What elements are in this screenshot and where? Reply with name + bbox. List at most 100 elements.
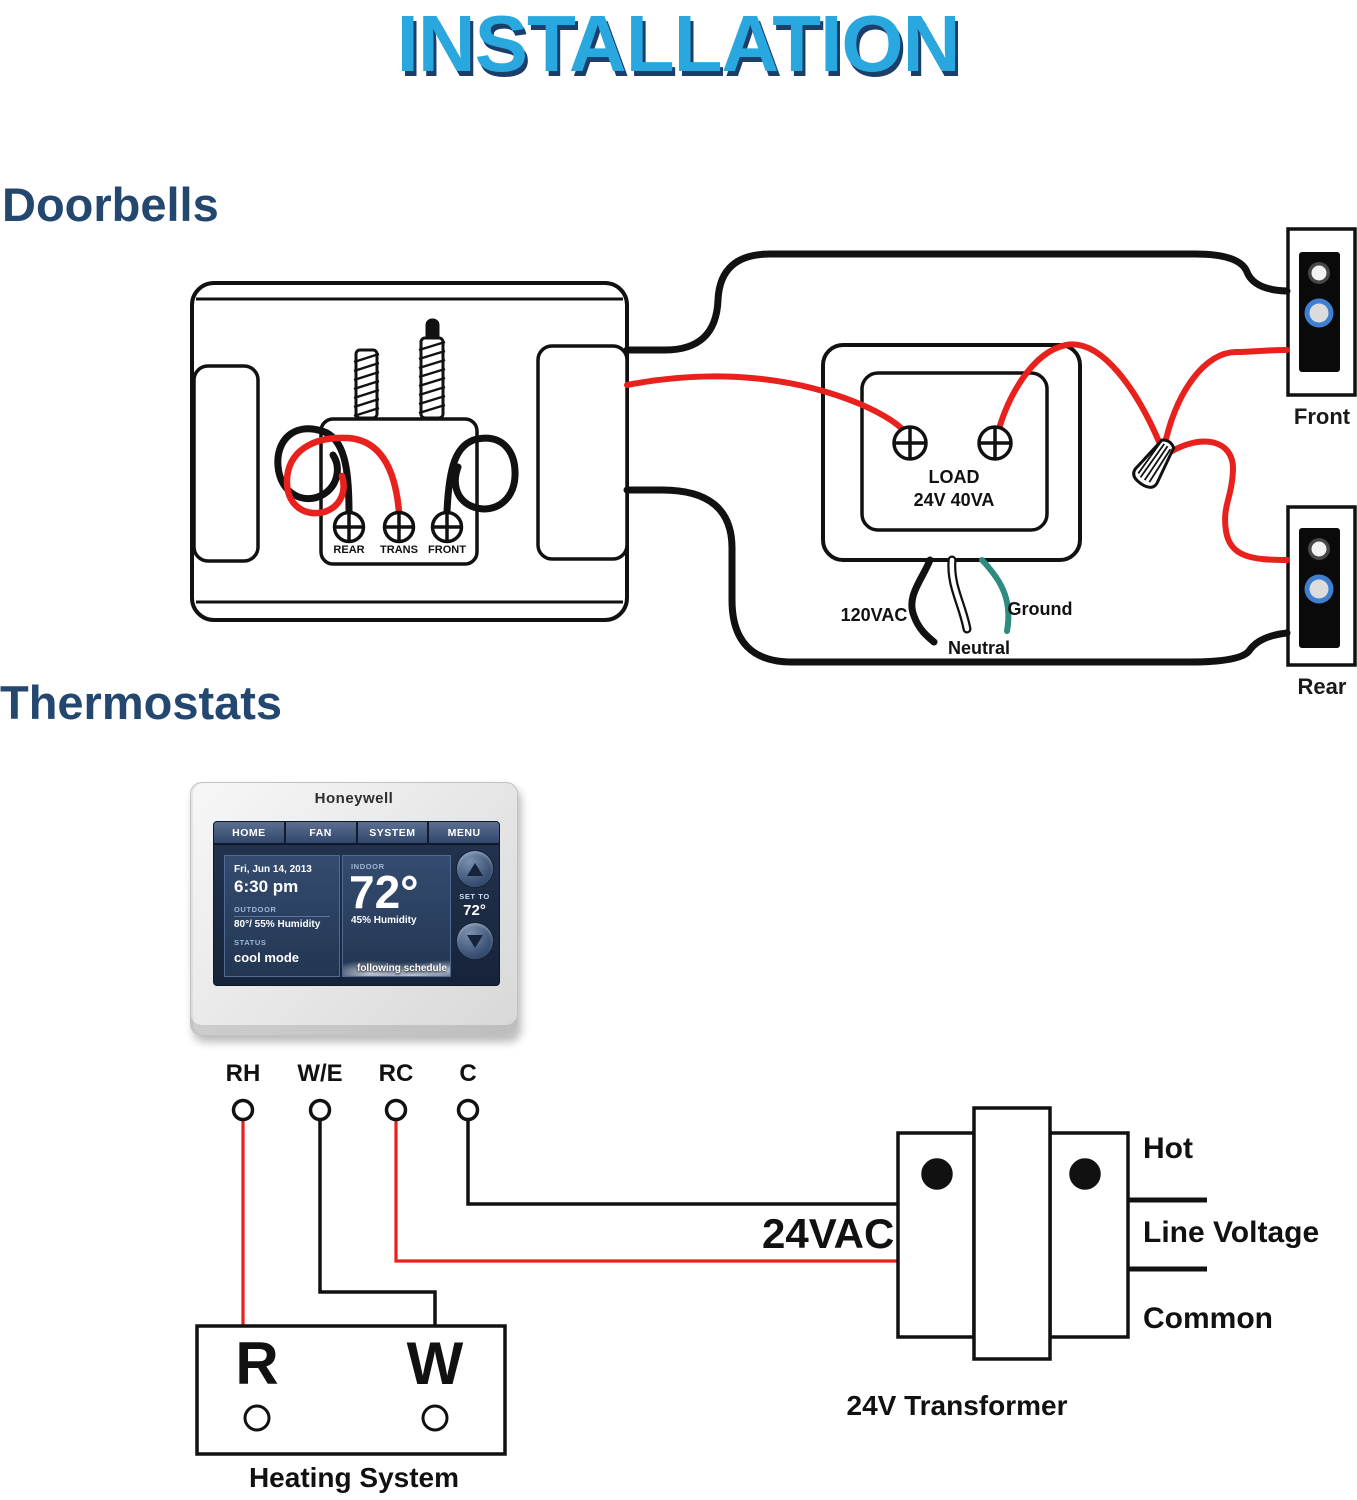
- transformer-screw-terminals: [892, 425, 1013, 461]
- screw-terminal-trans: [382, 510, 416, 544]
- terminal-rh: [231, 1098, 255, 1122]
- wire-nut-icon: [1132, 438, 1176, 489]
- heating-system-caption: Heating System: [248, 1462, 460, 1493]
- terminal-label-c: C: [459, 1060, 477, 1087]
- load-screw-right: [977, 425, 1013, 461]
- mounting-screw-left: [353, 348, 380, 420]
- chime-wire-loops: [274, 425, 519, 517]
- load-label: LOAD: [928, 467, 980, 487]
- clouds-graphic: [343, 946, 450, 976]
- set-to-label: SET TO: [459, 892, 490, 901]
- brand-logo: Honeywell: [314, 790, 394, 807]
- common-label: Common: [1143, 1302, 1273, 1335]
- honeywell-thermostat: Honeywell HOME FAN SYSTEM MENU Fri, Jun …: [190, 782, 518, 1036]
- divider: [234, 916, 330, 917]
- hot-120v-wire: [908, 556, 938, 646]
- mounting-screw-right: [418, 318, 446, 420]
- thermostat-wires: [241, 1120, 897, 1326]
- heating-system-box: [195, 1324, 507, 1456]
- rear-doorbell-label: Rear: [1297, 674, 1347, 699]
- screw-terminal-front: [430, 510, 464, 544]
- trans-wire-loop: [283, 434, 403, 517]
- ground-label: Ground: [1007, 599, 1073, 619]
- terminal-we: [308, 1098, 332, 1122]
- chime-terminal-label-front: FRONT: [428, 544, 466, 556]
- chime-to-front-black-wire: [623, 250, 1291, 354]
- xfmr-core: [972, 1106, 1052, 1361]
- load-screw-left: [892, 425, 928, 461]
- temp-down-button: [455, 922, 494, 960]
- thermostat-screen: HOME FAN SYSTEM MENU Fri, Jun 14, 2013 6…: [213, 821, 500, 986]
- thermostat-tabbar: HOME FAN SYSTEM MENU: [214, 822, 499, 845]
- indoor-humidity: 45% Humidity: [351, 914, 417, 926]
- xfmr-left-dot: [921, 1158, 953, 1190]
- rc-red-wire: [394, 1120, 897, 1263]
- thermostats-heading: Thermostats: [0, 676, 283, 729]
- heating-label-w: W: [406, 1330, 464, 1397]
- neutral-wire-core: [949, 557, 970, 632]
- tab-home: HOME: [214, 822, 284, 845]
- setpoint-column: SET TO 72°: [452, 850, 497, 980]
- page-title: INSTALLATION: [396, 0, 961, 88]
- supply-120vac-label: 120VAC: [840, 605, 908, 625]
- temp-up-button: [455, 850, 494, 888]
- chime-to-rear-black-wire: [623, 486, 1291, 666]
- set-to-value: 72°: [463, 902, 486, 919]
- doorbell-transformer: [821, 343, 1082, 562]
- tab-menu: MENU: [429, 822, 499, 845]
- c-black-wire: [466, 1120, 897, 1206]
- heating-terminal-w: [421, 1404, 449, 1432]
- terminal-rc: [384, 1098, 408, 1122]
- indoor-panel: INDOOR 72° 45% Humidity following schedu…: [342, 855, 451, 977]
- chime-to-transformer-red-wire: [624, 373, 912, 441]
- arrow-down-icon: [466, 934, 483, 948]
- indoor-temperature: 72°: [349, 866, 419, 918]
- transformer-24v: [896, 1106, 1207, 1361]
- thermostat-terminal-circles: [231, 1098, 480, 1122]
- chime-right-tab: [536, 344, 629, 561]
- rear-wire-loop: [274, 425, 353, 516]
- neutral-label: Neutral: [947, 638, 1011, 658]
- line-voltage-label: Line Voltage: [1143, 1216, 1320, 1249]
- rear-doorbell-button: [1286, 505, 1357, 667]
- supply-wires: [908, 555, 1012, 646]
- doorbell-circuit-wires: [623, 250, 1291, 666]
- nut-to-rear-red-wire: [1164, 438, 1290, 563]
- schedule-status: following schedule: [356, 963, 447, 974]
- outdoor-label: OUTDOOR: [234, 905, 277, 914]
- chime-screw-terminals: [332, 510, 464, 544]
- doorbell-chime: [190, 281, 629, 622]
- arrow-up-icon: [466, 862, 483, 876]
- chime-terminal-label-rear: REAR: [333, 544, 365, 556]
- date-text: Fri, Jun 14, 2013: [234, 864, 312, 875]
- terminal-label-rh: RH: [225, 1060, 261, 1087]
- heating-label-r: R: [235, 1330, 279, 1397]
- terminal-c: [456, 1098, 480, 1122]
- front-doorbell-label: Front: [1293, 404, 1351, 429]
- tab-system: SYSTEM: [357, 822, 428, 845]
- heating-terminal-r: [243, 1404, 271, 1432]
- indoor-label: INDOOR: [351, 862, 385, 871]
- transformer-caption: 24V Transformer: [846, 1390, 1068, 1421]
- status-label: STATUS: [234, 938, 267, 947]
- chime-left-tab: [192, 364, 260, 563]
- time-text: 6:30 pm: [234, 877, 299, 896]
- terminal-label-rc: RC: [378, 1060, 414, 1087]
- transformer-to-nut-red-wire: [993, 341, 1163, 447]
- outdoor-value: 80°/ 55% Humidity: [234, 919, 321, 930]
- doorbells-heading: Doorbells: [2, 178, 219, 231]
- status-value: cool mode: [234, 950, 300, 965]
- front-doorbell-button: [1286, 227, 1357, 397]
- voltage-24vac-label: 24VAC: [762, 1210, 895, 1257]
- transformer-inner-box: [860, 371, 1049, 532]
- terminal-label-we: W/E: [297, 1060, 343, 1087]
- xfmr-right-dot: [1069, 1158, 1101, 1190]
- screw-terminal-rear: [332, 510, 366, 544]
- tab-fan: FAN: [285, 822, 356, 845]
- ground-wire: [979, 557, 1012, 634]
- nut-to-front-red-wire: [1161, 347, 1290, 451]
- load-rating-label: 24V 40VA: [913, 490, 995, 510]
- status-panel: Fri, Jun 14, 2013 6:30 pm OUTDOOR 80°/ 5…: [224, 855, 340, 977]
